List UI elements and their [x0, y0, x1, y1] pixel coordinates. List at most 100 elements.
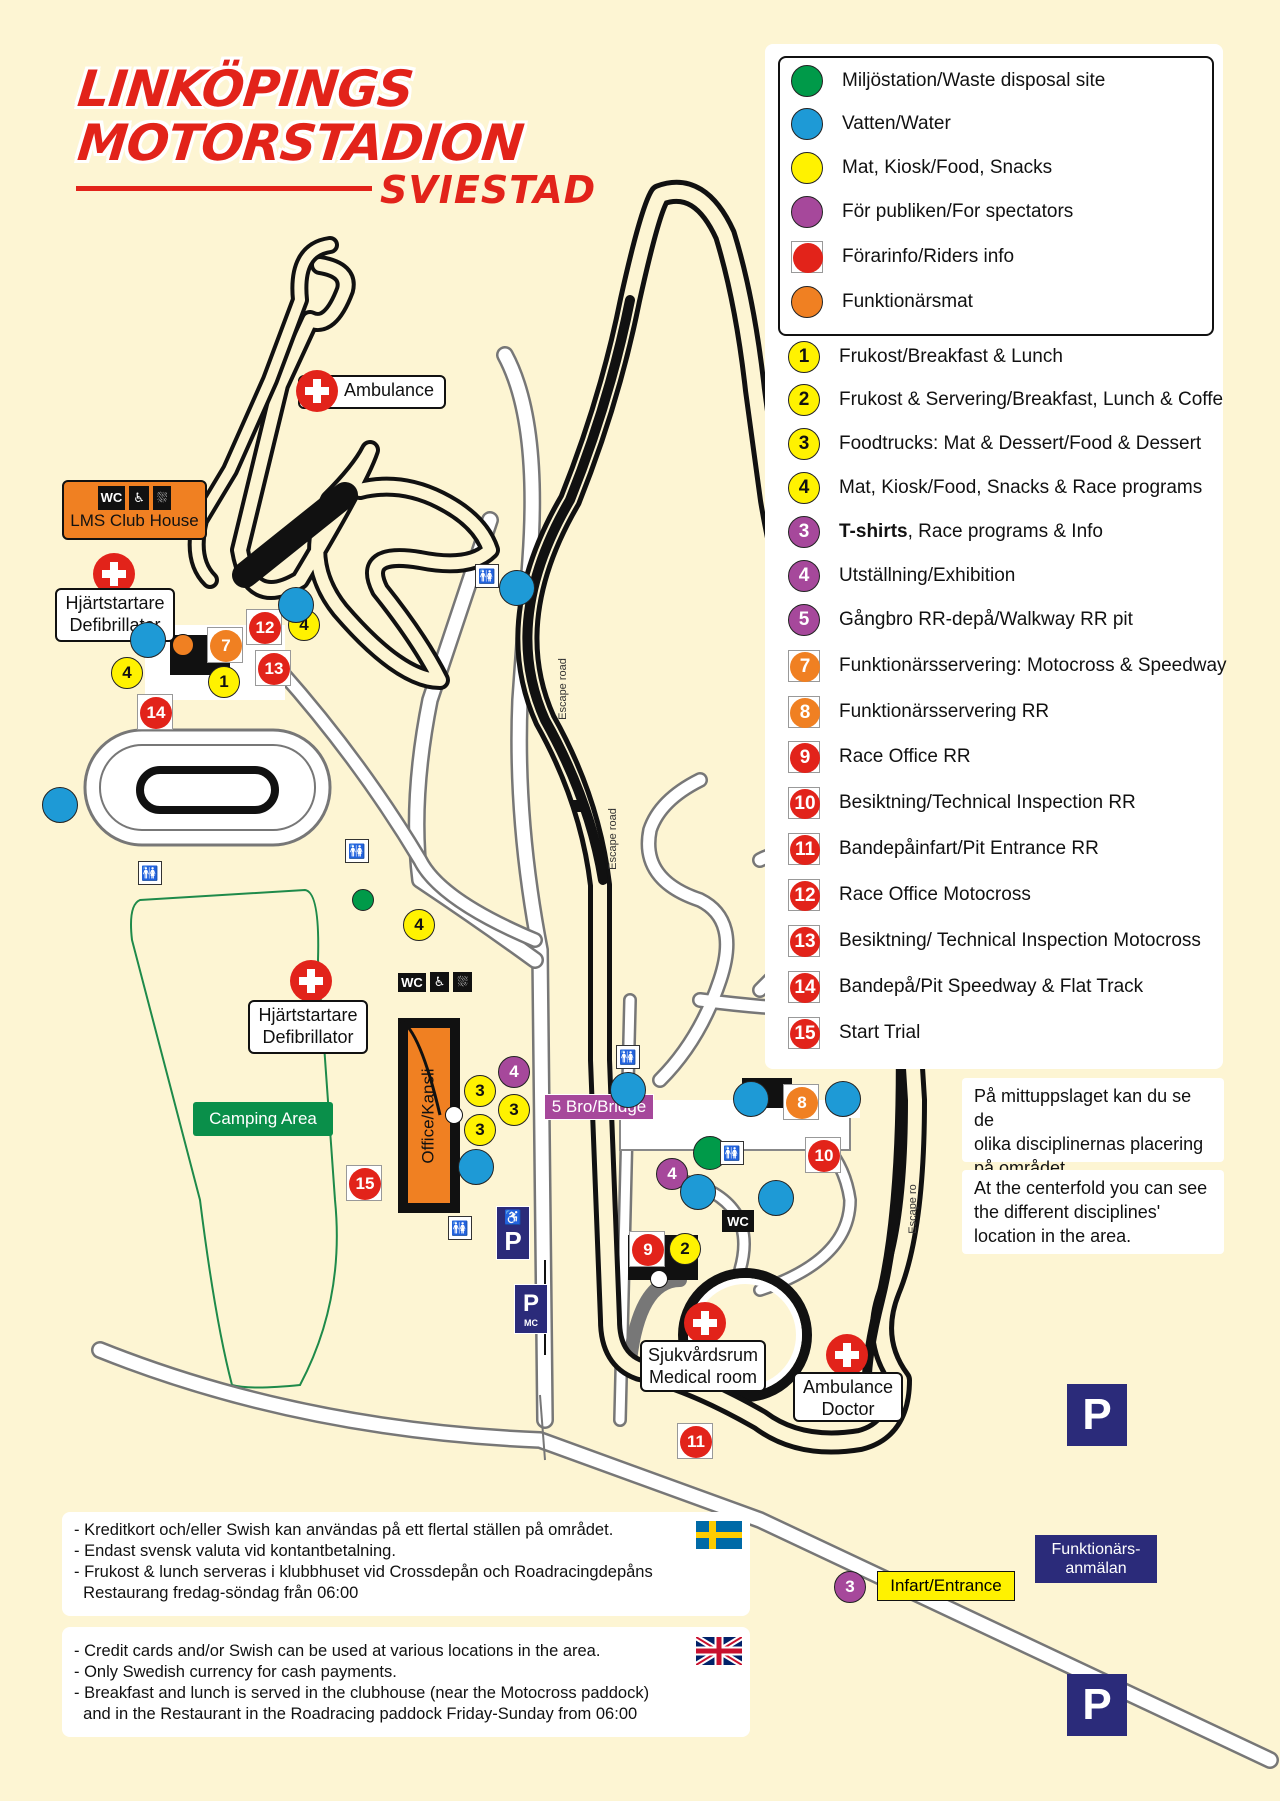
legend-category-blue: Vatten/Water: [790, 104, 1190, 144]
marker-number: 3: [834, 1571, 866, 1603]
yellow-marker-icon: [790, 151, 824, 185]
marker-number: 11: [680, 1426, 712, 1458]
marker-red-11: 11: [677, 1423, 713, 1459]
legend-category-label: För publiken/For spectators: [842, 201, 1074, 222]
title-line1: LINKÖPINGS: [74, 60, 416, 118]
marker-red-12: 12: [246, 609, 282, 645]
blue-marker-icon: [790, 107, 824, 141]
marker-red-13: 13: [255, 650, 291, 686]
number-marker-icon: 7: [787, 649, 821, 683]
office-label-wrap: Office/Kansli: [408, 1028, 450, 1203]
number-marker-icon: 2: [787, 383, 821, 417]
marker-number: 13: [258, 653, 290, 685]
legend-item-label: Funktionärsservering: Motocross & Speedw…: [839, 655, 1227, 676]
marker-number: 3: [464, 1075, 496, 1107]
toilet-icon: 🚻: [720, 1141, 744, 1165]
first-aid-icon: [826, 1334, 868, 1376]
legend-item-orange-7: 7 Funktionärsservering: Motocross & Speed…: [787, 646, 1227, 686]
legend-category-label: Funktionärsmat: [842, 291, 973, 312]
legend-item-purple-3: 3 T-shirts, Race programs & Info: [787, 512, 1217, 552]
number-marker-icon: 15: [787, 1016, 821, 1050]
legend-item-purple-5: 5 Gångbro RR-depå/Walkway RR pit: [787, 600, 1217, 640]
escape-road-label-1: Escape road: [557, 658, 569, 720]
number-marker-icon: 3: [787, 515, 821, 549]
legend-category-purple: För publiken/For spectators: [790, 192, 1190, 232]
marker-number: 2: [669, 1233, 701, 1265]
toilet-icon: 🚻: [138, 861, 162, 885]
accessible-icon: ♿: [504, 1209, 522, 1225]
number-marker-icon: 13: [787, 924, 821, 958]
legend-item-label: Race Office RR: [839, 746, 971, 767]
number-marker-icon: 4: [787, 471, 821, 505]
first-aid-icon: [296, 370, 338, 412]
waste-disposal-icon: [352, 889, 374, 911]
legend-category-label: Miljöstation/Waste disposal site: [842, 70, 1106, 91]
camping-area-label: Camping Area: [193, 1102, 333, 1136]
legend-category-label: Förarinfo/Riders info: [842, 246, 1015, 267]
water-icon: [825, 1081, 861, 1117]
legend-item-label: T-shirts, Race programs & Info: [839, 521, 1103, 542]
marker-number: 8: [786, 1087, 818, 1119]
marker-red-10: 10: [805, 1137, 841, 1173]
water-icon: [758, 1180, 794, 1216]
parking-1: P: [1067, 1384, 1127, 1446]
legend-item-label: Foodtrucks: Mat & Dessert/Food & Dessert: [839, 433, 1202, 454]
legend-item-label: Frukost/Breakfast & Lunch: [839, 346, 1063, 367]
speedway-oval-inner: [136, 766, 279, 814]
marker-yellow-3: 3: [496, 1092, 532, 1128]
legend-category-red: Förarinfo/Riders info: [790, 237, 1190, 277]
medical-entrance-point: [650, 1270, 668, 1288]
facilities-icons: WC ♿ ⛆: [395, 968, 475, 996]
toilet-icon: 🚻: [475, 564, 499, 588]
official-registration-label: Funktionärs-anmälan: [1035, 1535, 1157, 1583]
legend-item-label: Frukost & Servering/Breakfast, Lunch & C…: [839, 389, 1224, 410]
escape-road-label-3: Escape ro: [907, 1184, 919, 1234]
camping-area-outline: [130, 888, 338, 1389]
escape-road-label-2: Escape road: [607, 808, 619, 870]
marker-yellow-4: 4: [109, 655, 145, 691]
marker-yellow-1: 1: [206, 664, 242, 700]
wc-icon: WC: [722, 1210, 754, 1232]
marker-number: 3: [464, 1114, 496, 1146]
wc-icon: WC: [97, 486, 126, 510]
marker-orange-8: 8: [783, 1084, 819, 1120]
legend-item-label: Gångbro RR-depå/Walkway RR pit: [839, 609, 1133, 630]
marker-number: 15: [349, 1168, 381, 1200]
marker-purple-3: 3: [832, 1569, 868, 1605]
legend-category-label: Mat, Kiosk/Food, Snacks: [842, 157, 1053, 178]
marker-red-14: 14: [137, 694, 173, 730]
red-marker-icon: [790, 240, 824, 274]
office-entrance-point: [445, 1106, 463, 1124]
info-box-en: - Credit cards and/or Swish can be used …: [62, 1627, 750, 1737]
marker-red-15: 15: [346, 1165, 382, 1201]
toilet-icon: 🚻: [345, 839, 369, 863]
accessible-icon: ♿: [429, 972, 450, 992]
toilet-icon: 🚻: [616, 1045, 640, 1069]
number-marker-icon: 5: [787, 603, 821, 637]
parking-2: P: [1067, 1674, 1127, 1736]
legend-category-label: Vatten/Water: [842, 113, 951, 134]
marker-orange-7: 7: [207, 627, 243, 663]
legend-item-label: Besiktning/Technical Inspection RR: [839, 792, 1136, 813]
water-icon: [278, 587, 314, 623]
wc-icon: WC: [398, 972, 426, 992]
legend-category-orange: Funktionärsmat: [790, 282, 1190, 322]
title-line3: SVIESTAD: [380, 168, 597, 212]
legend-categories: [778, 56, 1214, 336]
marker-number: 3: [498, 1094, 530, 1126]
water-icon: [458, 1149, 494, 1185]
title-line2: MOTORSTADION: [74, 114, 526, 172]
title-rule: [76, 186, 372, 191]
legend-item-yellow-2: 2 Frukost & Servering/Breakfast, Lunch & …: [787, 380, 1223, 420]
